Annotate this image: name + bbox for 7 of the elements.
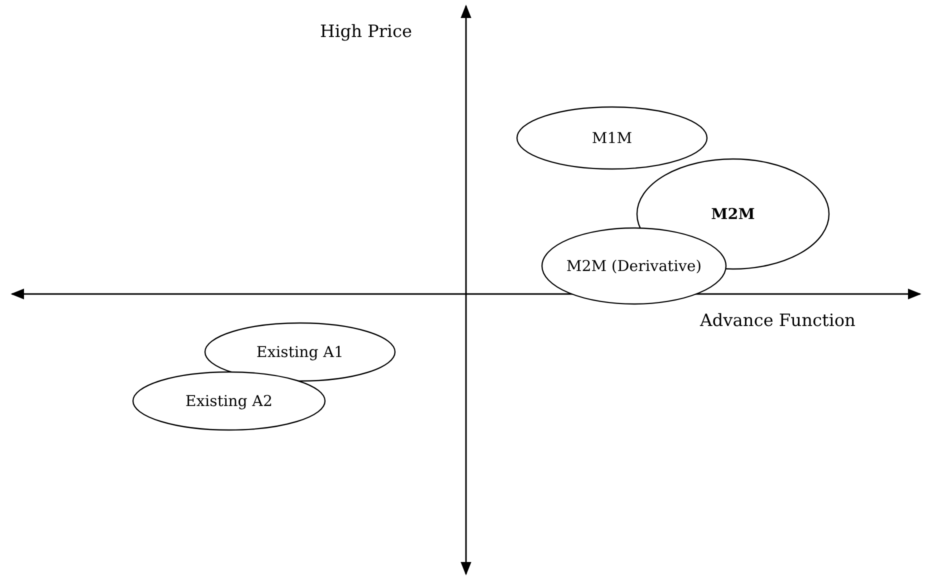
bubble-label: M2M (Derivative) (565, 256, 703, 276)
axis-label: High Price (320, 22, 412, 42)
bubble-label: Existing A2 (184, 390, 274, 412)
bubble-label: Existing A1 (255, 342, 345, 362)
bubble-label: M1M (590, 128, 634, 148)
bubble-label: M2M (710, 204, 756, 224)
axis-label: Advance Function (700, 311, 856, 331)
